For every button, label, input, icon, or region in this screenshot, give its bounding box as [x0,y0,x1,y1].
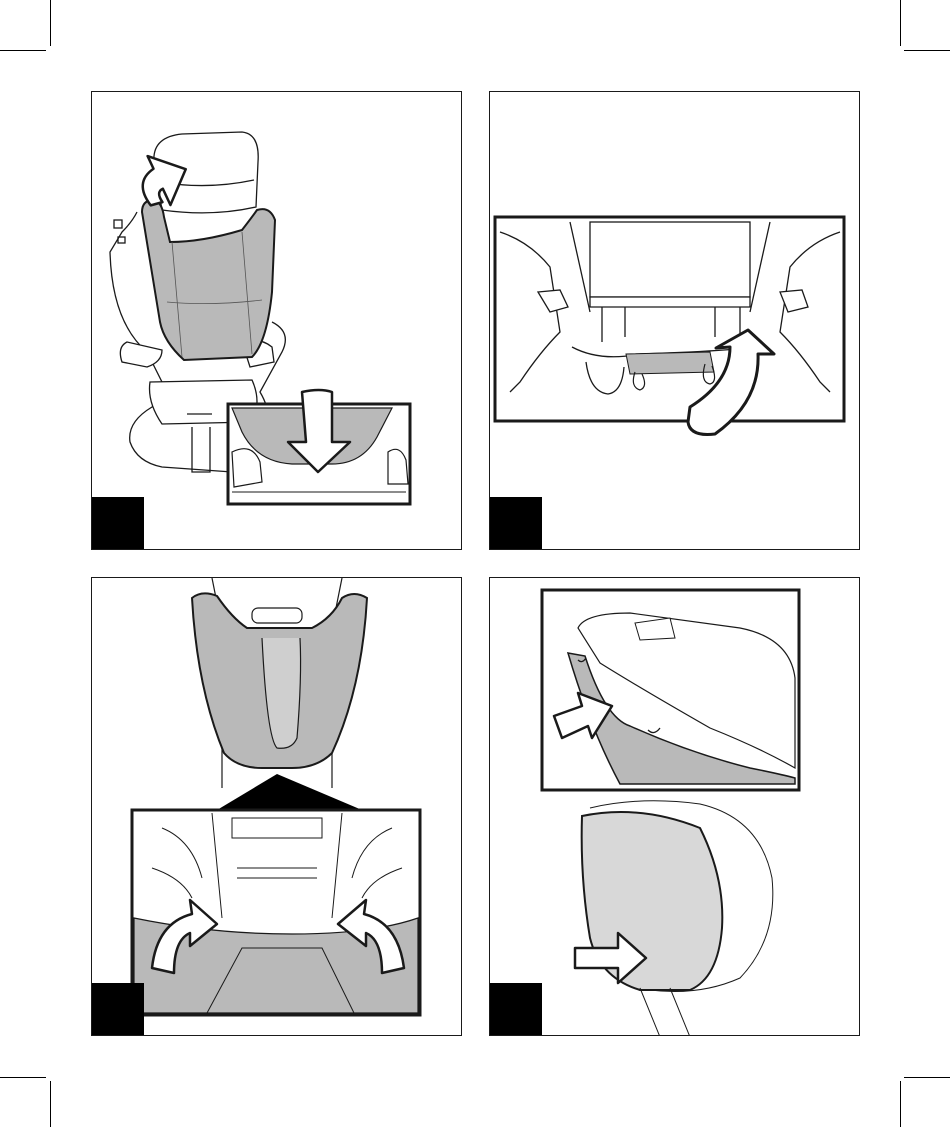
step-1-panel [91,91,462,550]
step-number-badge [92,983,144,1035]
step-4-panel [489,577,860,1036]
crop-mark [50,0,51,46]
crop-mark [900,1081,901,1127]
step-number-badge [490,983,542,1035]
under-seat-illustration [490,92,860,550]
crop-mark [900,0,901,46]
step-number-badge [490,497,542,549]
seat-illustration [92,92,462,550]
step-number-badge [92,497,144,549]
crop-mark [0,1077,46,1078]
crop-mark [50,1081,51,1127]
step-2-panel [489,91,860,550]
step-3-panel [91,577,462,1036]
crop-mark [904,50,950,51]
crop-mark [904,1077,950,1078]
crop-mark [0,50,46,51]
headrest-cover-illustration [490,578,860,1036]
seat-cover-lift-illustration [92,578,462,1036]
up-triangle-icon [217,774,362,810]
